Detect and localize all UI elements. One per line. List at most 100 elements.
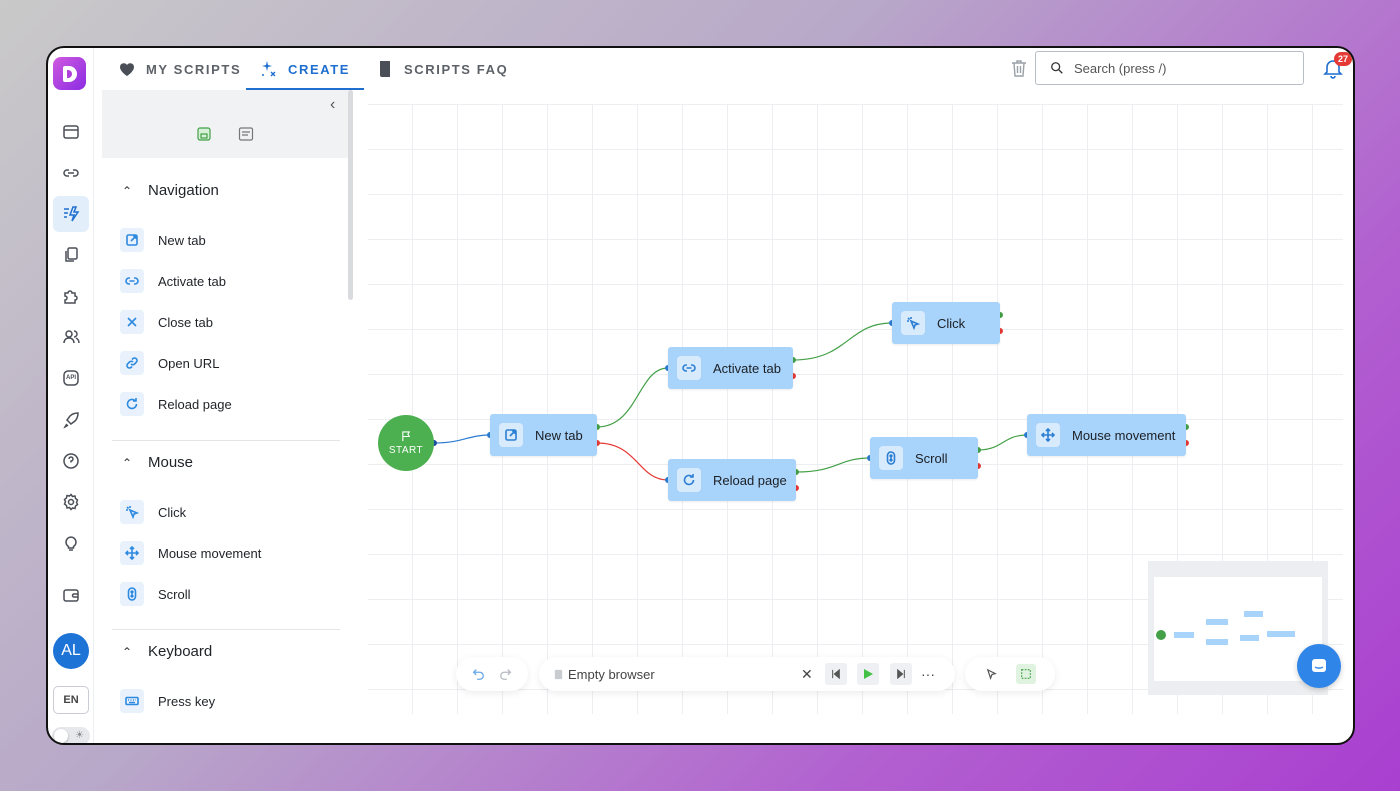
section-title: Keyboard: [148, 643, 213, 660]
close-icon: [120, 310, 144, 334]
panel-scrollbar[interactable]: [348, 90, 353, 300]
heart-icon: [120, 63, 134, 76]
browser-label: Empty browser: [568, 666, 655, 682]
link-icon: [120, 269, 144, 293]
block-click[interactable]: Click: [120, 500, 186, 524]
reload-icon: [677, 468, 701, 492]
block-label: Mouse movement: [158, 545, 262, 561]
create-icon[interactable]: [53, 196, 89, 232]
node-reload-page[interactable]: Reload page: [668, 459, 796, 501]
settings-icon[interactable]: [53, 484, 89, 520]
start-node[interactable]: START: [378, 415, 434, 471]
section-navigation[interactable]: ⌃ Navigation: [122, 182, 219, 199]
bulb-icon[interactable]: [53, 525, 89, 561]
pointer-tool-icon[interactable]: [985, 668, 998, 681]
minimap-node: [1206, 639, 1228, 645]
tab-scripts-faq[interactable]: SCRIPTS FAQ: [376, 48, 508, 90]
node-mouse-movement[interactable]: Mouse movement: [1027, 414, 1186, 456]
search-box[interactable]: [1035, 51, 1304, 85]
block-activate-tab[interactable]: Activate tab: [120, 269, 226, 293]
block-label: Reload page: [158, 396, 232, 412]
notes-icon[interactable]: [238, 126, 254, 142]
icon-rail: API AL EN ☀: [48, 48, 94, 743]
chevron-up-icon: ⌃: [122, 644, 133, 659]
edge-reload-scroll: [795, 457, 871, 473]
run-controls: Empty browser ✕ ···: [539, 657, 955, 691]
search-input[interactable]: [1074, 60, 1274, 76]
keyboard-icon: [120, 689, 144, 713]
section-mouse[interactable]: ⌃ Mouse: [122, 454, 193, 471]
close-browser-icon[interactable]: ✕: [801, 665, 813, 682]
chevron-up-icon: ⌃: [122, 183, 133, 198]
avatar[interactable]: AL: [53, 633, 89, 669]
chat-button[interactable]: [1297, 644, 1341, 688]
sparkle-icon: [262, 61, 276, 77]
trash-icon[interactable]: [1010, 58, 1028, 78]
help-icon[interactable]: [53, 443, 89, 479]
node-label: Scroll: [915, 450, 948, 466]
canvas-tools: [965, 657, 1055, 691]
new-tab-icon: [120, 228, 144, 252]
new-tab-icon: [499, 423, 523, 447]
browser-icon[interactable]: [53, 114, 89, 150]
theme-toggle[interactable]: ☀: [52, 727, 90, 743]
panel-header: ‹: [102, 90, 348, 158]
link-icon: [677, 356, 701, 380]
wallet-icon[interactable]: [53, 577, 89, 613]
block-label: Press key: [158, 693, 216, 709]
puzzle-icon[interactable]: [53, 278, 89, 314]
theme-toggle-knob: [54, 729, 68, 743]
block-mouse-movement[interactable]: Mouse movement: [120, 541, 261, 565]
flag-icon: [401, 430, 410, 441]
block-open-url[interactable]: Open URL: [120, 351, 219, 375]
move-icon: [1036, 423, 1060, 447]
node-new-tab[interactable]: New tab: [490, 414, 597, 456]
move-icon: [120, 541, 144, 565]
select-tool-icon[interactable]: [1015, 664, 1036, 684]
chevron-up-icon: ⌃: [122, 455, 133, 470]
rocket-icon[interactable]: [53, 402, 89, 438]
block-reload-page[interactable]: Reload page: [120, 392, 232, 416]
node-scroll[interactable]: Scroll: [870, 437, 978, 479]
chat-icon: [1312, 659, 1326, 672]
history-controls: [456, 657, 528, 691]
edge-newtab-activate: [596, 367, 669, 428]
block-label: Close tab: [158, 314, 213, 330]
block-press-key[interactable]: Press key: [120, 689, 215, 713]
save-icon[interactable]: [196, 126, 212, 142]
tab-create[interactable]: CREATE: [245, 48, 365, 90]
block-close-tab[interactable]: Close tab: [120, 310, 213, 334]
language-button[interactable]: EN: [53, 686, 89, 714]
api-icon[interactable]: API: [53, 360, 89, 396]
block-label: Open URL: [158, 355, 220, 371]
block-new-tab[interactable]: New tab: [120, 228, 206, 252]
play-icon[interactable]: [857, 663, 879, 685]
link-icon[interactable]: [53, 155, 89, 191]
sun-icon: ☀: [75, 730, 84, 741]
node-click[interactable]: Click: [892, 302, 1000, 344]
scroll-icon: [120, 582, 144, 606]
tab-my-scripts[interactable]: MY SCRIPTS: [118, 48, 241, 90]
edge-start-newtab: [433, 434, 491, 444]
browser-selector[interactable]: Empty browser: [553, 667, 655, 682]
tab-label: SCRIPTS FAQ: [404, 61, 509, 77]
step-forward-icon[interactable]: [890, 663, 912, 685]
block-scroll[interactable]: Scroll: [120, 582, 191, 606]
scroll-icon: [879, 446, 903, 470]
node-activate-tab[interactable]: Activate tab: [668, 347, 793, 389]
step-back-icon[interactable]: [825, 663, 847, 685]
collapse-panel-icon[interactable]: ‹: [330, 96, 336, 113]
more-icon[interactable]: ···: [921, 666, 935, 682]
node-label: Mouse movement: [1072, 427, 1176, 443]
cursor-click-icon: [120, 500, 144, 524]
app-logo[interactable]: [53, 57, 86, 90]
copy-icon[interactable]: [53, 237, 89, 273]
users-icon[interactable]: [53, 319, 89, 355]
section-keyboard[interactable]: ⌃ Keyboard: [122, 643, 212, 660]
undo-icon[interactable]: [471, 667, 485, 681]
minimap-node: [1244, 611, 1263, 617]
api-label: API: [65, 375, 76, 381]
tab-label: MY SCRIPTS: [146, 61, 242, 77]
blocks-panel: ‹ ⌃ Navigation New tab Activate tab Clos…: [102, 90, 354, 743]
redo-icon[interactable]: [499, 667, 513, 681]
